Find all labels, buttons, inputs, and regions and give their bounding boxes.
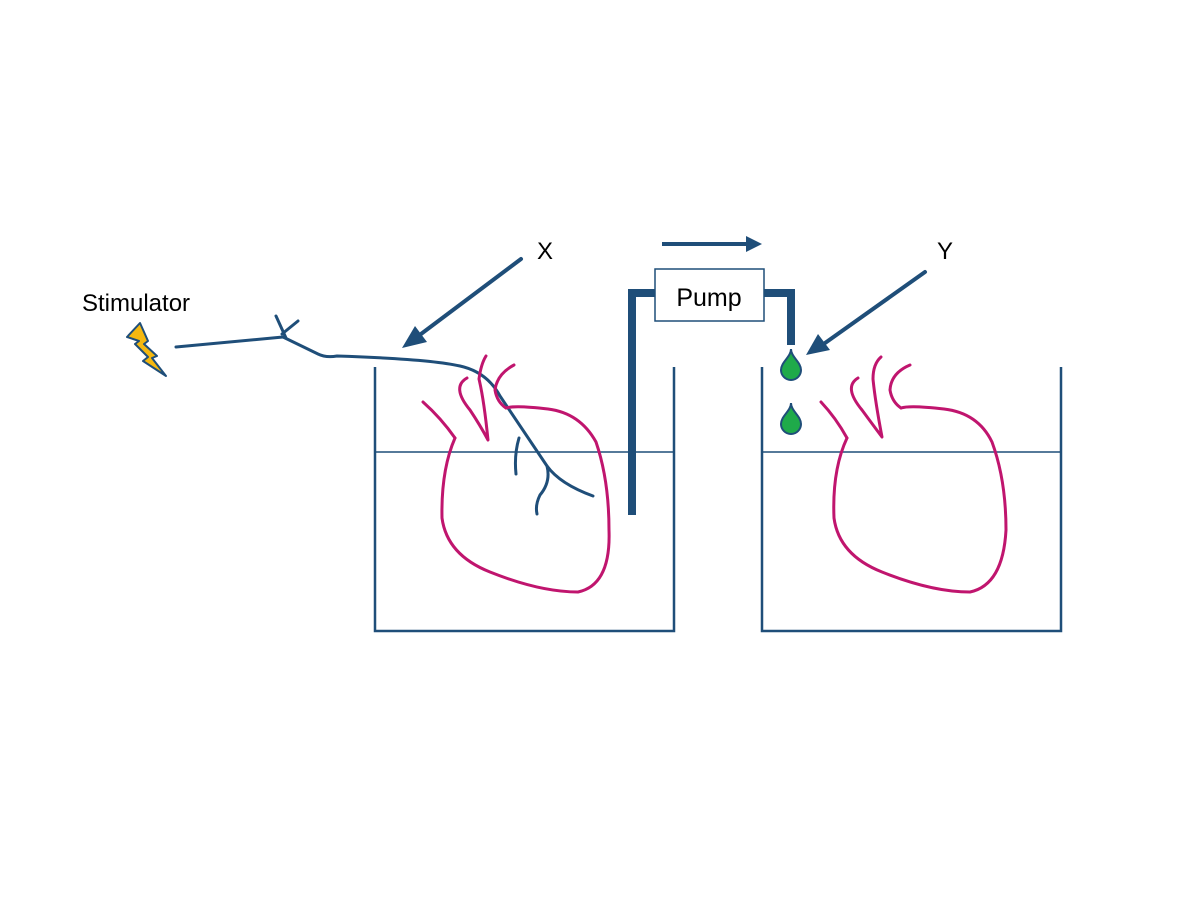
arrow-y-head [806, 334, 830, 355]
lightning-bolt-icon [126, 322, 167, 377]
left-heart [421, 354, 611, 594]
pump-label: Pump [676, 284, 741, 312]
right-heart-vessel [850, 355, 884, 439]
right-heart [819, 355, 1008, 594]
stimulator-label: Stimulator [82, 290, 190, 317]
left-heart-vessel [421, 400, 457, 440]
left-heart-vessel [493, 363, 516, 410]
nerve-branch [513, 436, 550, 516]
label-y: Y [937, 238, 953, 265]
left-heart-vessel [458, 354, 490, 442]
left-beaker [373, 367, 676, 633]
liquid-drop-icon [779, 402, 803, 435]
liquid-drop-icon [779, 348, 803, 381]
arrow-x-head [402, 326, 427, 348]
electrode-clamp [274, 314, 300, 340]
pump-tube [628, 289, 795, 515]
right-heart-vessel [888, 363, 912, 410]
stimulator-wire [174, 335, 595, 498]
label-x: X [537, 238, 553, 265]
flow-direction-arrow-head [746, 236, 762, 252]
arrow-y [816, 270, 927, 350]
right-heart-outline [832, 405, 1008, 594]
pump-box [654, 268, 765, 322]
right-heart-vessel [819, 400, 849, 440]
right-beaker [760, 367, 1063, 633]
arrow-x [411, 257, 523, 342]
left-heart-outline [440, 405, 611, 594]
